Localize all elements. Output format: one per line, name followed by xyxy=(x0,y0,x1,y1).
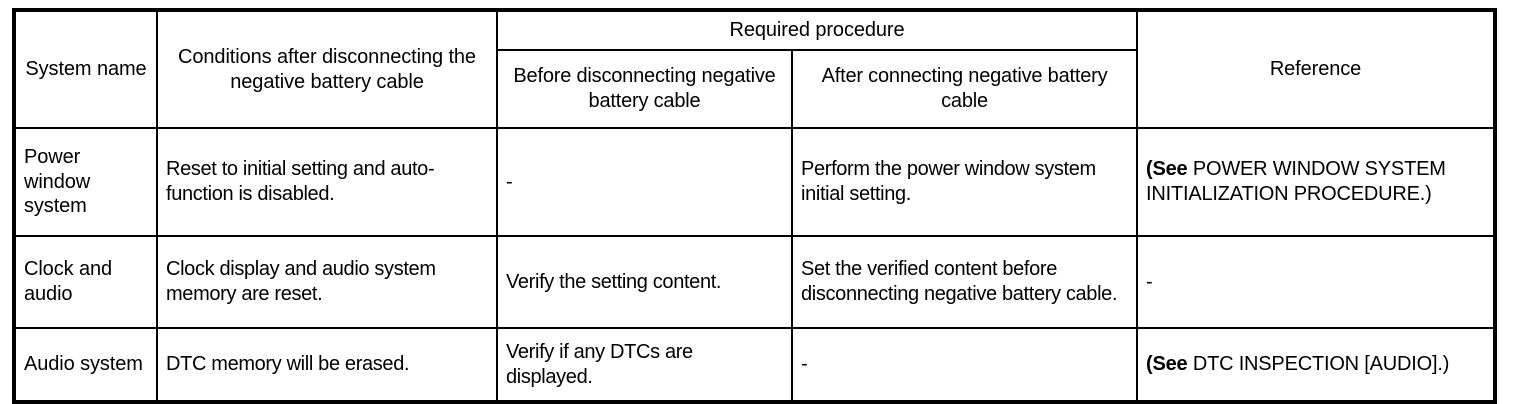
header-after-connecting: After connecting negative battery cable xyxy=(790,49,1139,129)
cell-before-disconnecting: - xyxy=(496,127,793,237)
header-conditions: Conditions after disconnecting the negat… xyxy=(156,9,498,129)
cell-before-disconnecting: Verify if any DTCs are displayed. xyxy=(496,327,793,403)
table-row: Clock and audio Clock display and audio … xyxy=(13,235,1497,329)
header-reference: Reference xyxy=(1136,9,1497,129)
cell-system-name: Audio system xyxy=(13,327,158,403)
reference-rest: POWER WINDOW SYSTEM INITIALIZATION PROCE… xyxy=(1146,158,1446,205)
table-row: Power window system Reset to initial set… xyxy=(13,127,1497,237)
header-required-procedure: Required procedure xyxy=(495,9,1139,51)
table-body: Power window system Reset to initial set… xyxy=(13,127,1497,403)
battery-cable-procedure-table: System name Conditions after disconnecti… xyxy=(12,8,1498,404)
reference-rest: - xyxy=(1146,270,1153,293)
cell-conditions: DTC memory will be erased. xyxy=(156,327,498,403)
header-before-disconnecting: Before disconnecting negative battery ca… xyxy=(496,49,793,129)
header-system-name: System name xyxy=(13,9,158,129)
reference-lead: (See xyxy=(1146,353,1193,376)
cell-after-connecting: - xyxy=(790,327,1139,403)
cell-reference: (See POWER WINDOW SYSTEM INITIALIZATION … xyxy=(1136,127,1497,237)
cell-conditions: Clock display and audio system memory ar… xyxy=(156,235,498,329)
cell-after-connecting: Perform the power window system initial … xyxy=(790,127,1139,237)
reference-lead: (See xyxy=(1146,158,1193,181)
cell-after-connecting: Set the verified content before disconne… xyxy=(790,235,1139,329)
spec-table-container: System name Conditions after disconnecti… xyxy=(12,8,1498,404)
table-header-row-sub: Before disconnecting negative battery ca… xyxy=(14,49,1495,129)
cell-reference: (See DTC INSPECTION [AUDIO].) xyxy=(1136,327,1497,403)
table-row: Audio system DTC memory will be erased. … xyxy=(13,327,1497,403)
cell-system-name: Power window system xyxy=(13,127,158,237)
cell-before-disconnecting: Verify the setting content. xyxy=(496,235,793,329)
cell-reference: - xyxy=(1136,235,1497,329)
reference-rest: DTC INSPECTION [AUDIO].) xyxy=(1192,353,1450,376)
cell-system-name: Clock and audio xyxy=(13,235,158,329)
cell-conditions: Reset to initial setting and auto-functi… xyxy=(156,127,498,237)
table-header-row-top: System name Conditions after disconnecti… xyxy=(13,9,1497,129)
table-header: System name Conditions after disconnecti… xyxy=(13,9,1497,129)
